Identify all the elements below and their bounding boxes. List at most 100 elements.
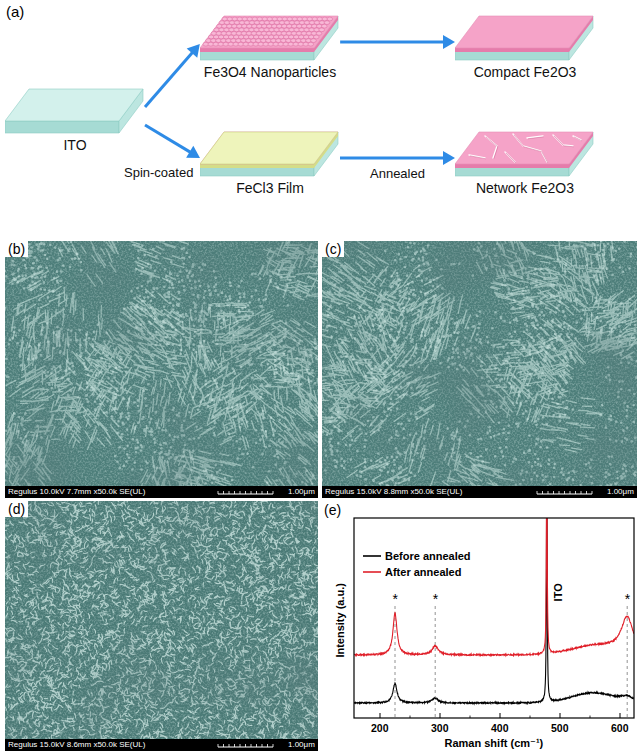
scale-tick	[586, 491, 587, 494]
sem-grain	[322, 241, 637, 498]
axis-tick-label: 300	[431, 722, 449, 734]
slab-front	[455, 48, 569, 60]
layer-label: Network Fe2O3	[455, 180, 595, 197]
legend-sample	[363, 555, 381, 557]
coat-band	[455, 164, 569, 168]
sem-info-text: Regulus 15.0kV 8.8mm x50.0k SE(UL)	[325, 486, 462, 498]
axis-tick-label: 400	[491, 722, 509, 734]
scale-tick	[267, 491, 268, 494]
axis-tick	[500, 713, 501, 718]
spectrum-line	[354, 518, 634, 704]
process-arrow	[340, 35, 455, 49]
step-label: Spin-coated	[124, 166, 193, 181]
scale-tick	[267, 744, 268, 747]
nanoparticles	[203, 17, 333, 46]
particle	[321, 24, 327, 28]
figure-label: Raman shift (cm⁻¹)	[445, 737, 544, 750]
axis-tick-label: 200	[371, 722, 389, 734]
process-arrow	[145, 125, 200, 158]
axis-tick-label: 500	[551, 722, 569, 734]
scale-tick	[570, 491, 571, 494]
scale-tick	[229, 744, 230, 747]
particle	[316, 32, 322, 36]
scale-tick	[245, 491, 246, 494]
crack	[469, 155, 485, 158]
coat-band	[200, 164, 314, 168]
crack	[505, 152, 515, 162]
axis-minor-tick	[470, 716, 471, 719]
scale-tick	[256, 491, 257, 494]
layer-sample: Network Fe2O3	[455, 128, 595, 197]
peak-guide	[435, 606, 436, 718]
crack-shadow	[486, 137, 498, 159]
scale-tick	[234, 491, 235, 494]
legend-sample	[363, 571, 381, 573]
scale-tick	[245, 744, 246, 747]
scale-tick	[256, 744, 257, 747]
slab-front	[200, 48, 314, 60]
scale-tick	[251, 744, 252, 747]
plot-frame	[354, 518, 634, 718]
scale-tick	[542, 491, 543, 494]
scale-tick	[223, 744, 224, 747]
slab-front	[455, 164, 569, 176]
scale-tick	[240, 491, 241, 494]
slab-illustration	[200, 128, 340, 178]
sem-images	[0, 215, 640, 753]
peak-guide	[395, 606, 396, 718]
particle	[226, 32, 232, 36]
sem-grain	[5, 501, 318, 751]
peak-guide	[627, 606, 628, 718]
sem-image	[322, 241, 637, 498]
slab-illustration	[455, 12, 595, 62]
scale-tick	[240, 744, 241, 747]
crack	[573, 136, 581, 140]
scale-tick	[251, 491, 252, 494]
sem-shading	[322, 241, 637, 498]
sem-ground	[322, 241, 637, 498]
slab-top	[455, 132, 593, 164]
panel-label: (b)	[5, 241, 28, 257]
scale-tick	[262, 491, 263, 494]
crack-shadow	[514, 135, 548, 163]
sem-ground	[5, 241, 318, 498]
scale-tick	[581, 491, 582, 494]
step-label: Annealed	[370, 167, 425, 182]
layer-sample: FeCl3 Film	[200, 128, 340, 197]
scale-tick	[553, 491, 554, 494]
crack	[513, 134, 547, 162]
spectrum-line	[354, 518, 634, 656]
layer-label: Fe3O4 Nanoparticles	[200, 64, 340, 81]
legend-text: After annealed	[385, 566, 461, 579]
sem-info-text: Regulus 10.0kV 7.7mm x50.0k SE(UL)	[8, 486, 145, 498]
sem-info-text: Regulus 15.0kV 8.6mm x50.0k SE(UL)	[8, 739, 145, 751]
arrow-head	[186, 146, 200, 158]
scale-tick	[537, 491, 538, 494]
layer-label: ITO	[5, 137, 145, 154]
slab-illustration	[455, 128, 595, 178]
axis-minor-tick	[530, 716, 531, 719]
particle	[324, 21, 330, 25]
axis-or-peak-label: Intensity (a.u.)	[333, 583, 346, 658]
arrow-head	[187, 44, 200, 58]
slab-side	[314, 16, 338, 60]
worm-network	[5, 501, 318, 751]
raman-chart	[322, 424, 640, 753]
arrow-shaft	[145, 125, 191, 153]
crack-shadow	[528, 137, 544, 139]
scale-tick	[564, 491, 565, 494]
slab-front	[200, 164, 314, 176]
scale-tick	[223, 491, 224, 494]
crack-shadow	[506, 153, 516, 163]
info-bar	[5, 739, 318, 751]
scale-tick	[548, 491, 549, 494]
particle	[308, 42, 314, 46]
scale-tick	[218, 744, 219, 747]
particle	[319, 28, 325, 32]
crack-shadow	[554, 136, 574, 147]
scale-tick	[218, 491, 219, 494]
particle	[311, 39, 317, 43]
particle	[313, 35, 319, 39]
arrow-shaft	[145, 52, 193, 107]
info-bar	[5, 486, 318, 498]
